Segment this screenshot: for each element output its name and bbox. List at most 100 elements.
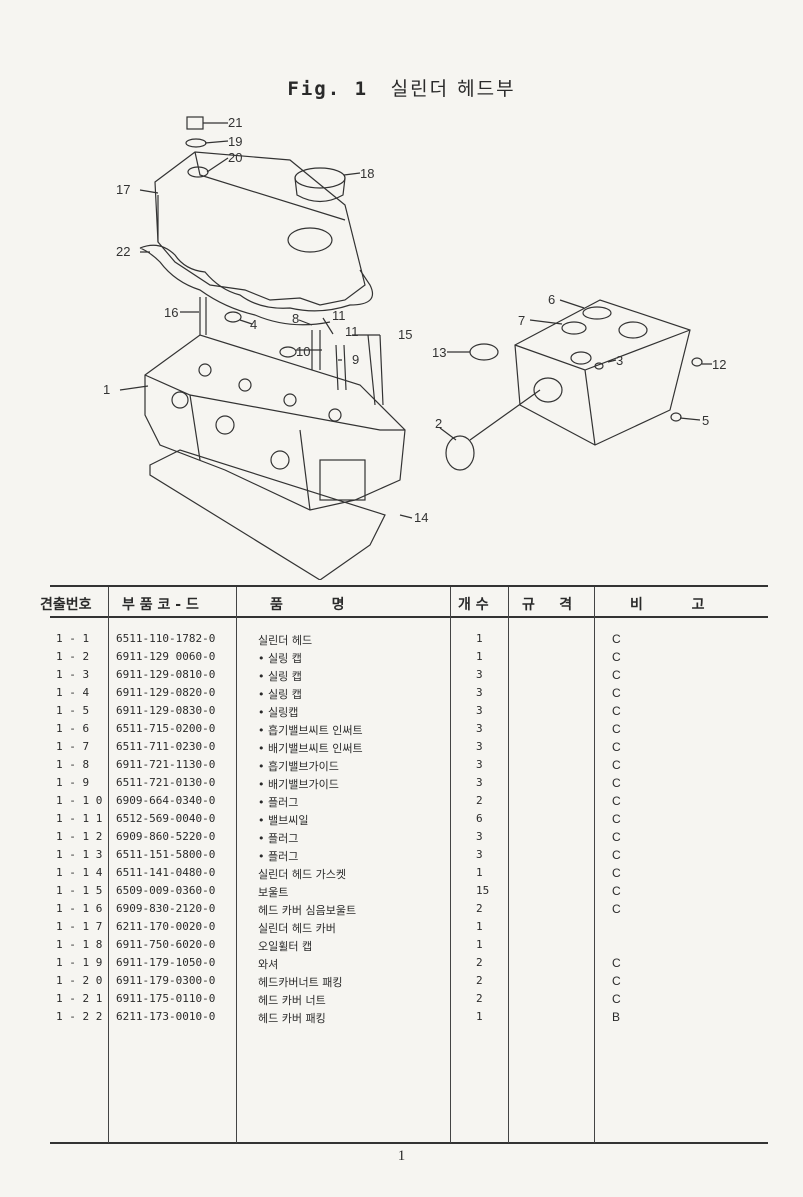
callout-labels: 21 19 20 18 17 22 16 4 8 11 15 10 11 9 1… — [103, 115, 726, 525]
row-code: 6511-110-1782-0 — [116, 632, 216, 645]
row-code: 6911-175-0110-0 — [116, 992, 216, 1005]
head-cover-drawing — [154, 151, 366, 306]
row-note: C — [612, 830, 621, 844]
row-qty: 1 — [476, 866, 483, 879]
callout-1: 1 — [103, 382, 110, 397]
row-no: 1 - 1 5 — [56, 884, 103, 897]
row-no: 1 - 7 — [56, 740, 90, 753]
row-code: 6911-129-0830-0 — [116, 704, 216, 717]
callout-4: 4 — [250, 317, 257, 332]
row-name: • 실링캡 — [258, 706, 299, 719]
row-qty: 3 — [476, 668, 483, 681]
row-no: 1 - 1 4 — [56, 866, 103, 879]
header-code: 부 품 코 - 드 — [122, 597, 199, 613]
row-note: C — [612, 704, 621, 718]
row-name: 실린더 헤드 — [258, 634, 313, 647]
row-code: 6911-129-0820-0 — [116, 686, 216, 699]
row-no: 1 - 1 3 — [56, 848, 103, 861]
exploded-parts-diagram: 21 19 20 18 17 22 16 4 8 11 15 10 11 9 1… — [103, 115, 726, 580]
row-no: 1 - 1 2 — [56, 830, 103, 843]
row-no: 1 - 1 1 — [56, 812, 103, 825]
row-note: C — [612, 758, 621, 772]
row-no: 1 - 2 — [56, 650, 90, 663]
row-note: C — [612, 776, 621, 790]
row-no: 1 - 6 — [56, 722, 90, 735]
row-name: 헤드 카버 심음보울트 — [258, 904, 357, 917]
page-number: 1 — [397, 1148, 406, 1164]
row-qty: 6 — [476, 812, 483, 825]
row-name: • 실링 캡 — [258, 688, 302, 701]
row-no: 1 - 2 2 — [56, 1010, 103, 1023]
callout-10: 10 — [296, 344, 310, 359]
row-no: 1 - 8 — [56, 758, 90, 771]
row-qty: 3 — [476, 758, 483, 771]
row-no: 1 - 1 6 — [56, 902, 103, 915]
callout-11a: 11 — [332, 308, 346, 323]
row-name: 보울트 — [258, 886, 289, 899]
row-no: 1 - 2 0 — [56, 974, 103, 987]
row-name: • 플러그 — [258, 796, 299, 809]
row-code: 6909-830-2120-0 — [116, 902, 216, 915]
callout-9: 9 — [352, 352, 359, 367]
row-no: 1 - 3 — [56, 668, 90, 681]
row-code: 6911-129 0060-0 — [116, 650, 216, 663]
row-no: 1 - 1 9 — [56, 956, 103, 969]
callout-18: 18 — [360, 166, 374, 181]
callout-19: 19 — [228, 134, 242, 149]
row-name: • 실링 캡 — [258, 670, 302, 683]
row-code: 6911-179-0300-0 — [116, 974, 216, 987]
figure-number: Fig. 1 — [287, 78, 369, 100]
row-note: C — [612, 740, 621, 754]
row-qty: 3 — [476, 776, 483, 789]
row-qty: 3 — [476, 848, 483, 861]
callout-12: 12 — [712, 357, 726, 372]
callout-6: 6 — [548, 292, 555, 307]
callout-21: 21 — [228, 115, 242, 130]
row-no: 1 - 1 7 — [56, 920, 103, 933]
row-note: C — [612, 794, 621, 808]
row-code: 6511-141-0480-0 — [116, 866, 216, 879]
row-qty: 3 — [476, 704, 483, 717]
header-no: 견출번호 — [40, 597, 92, 613]
row-code: 6511-151-5800-0 — [116, 848, 216, 861]
callout-5: 5 — [702, 413, 709, 428]
row-note: C — [612, 956, 621, 970]
figure-title: 실린더 헤드부 — [390, 78, 516, 100]
callout-2: 2 — [435, 416, 442, 431]
row-note: C — [612, 686, 621, 700]
row-code: 6211-173-0010-0 — [116, 1010, 216, 1023]
row-name: 헤드 카버 패킹 — [258, 1012, 326, 1025]
row-qty: 2 — [476, 956, 483, 969]
row-name: 헤드 카버 너트 — [258, 994, 326, 1007]
row-name: • 플러그 — [258, 832, 299, 845]
row-name: 실린더 헤드 가스켓 — [258, 868, 346, 881]
callout-20: 20 — [228, 150, 242, 165]
row-qty: 2 — [476, 794, 483, 807]
callout-17: 17 — [116, 182, 130, 197]
row-note: C — [612, 884, 621, 898]
row-qty: 1 — [476, 632, 483, 645]
callout-15: 15 — [398, 327, 412, 342]
callout-8: 8 — [292, 311, 299, 326]
row-name: • 흡기밸브가이드 — [258, 760, 339, 773]
row-qty: 1 — [476, 938, 483, 951]
callout-16: 16 — [164, 305, 178, 320]
row-qty: 3 — [476, 686, 483, 699]
row-note: B — [612, 1010, 621, 1024]
row-name: • 플러그 — [258, 850, 299, 863]
row-name: 실린더 헤드 카버 — [258, 922, 336, 935]
row-qty: 1 — [476, 1010, 483, 1023]
row-no: 1 - 5 — [56, 704, 90, 717]
row-code: 6511-711-0230-0 — [116, 740, 216, 753]
row-note: C — [612, 650, 621, 664]
row-qty: 1 — [476, 920, 483, 933]
row-note: C — [612, 992, 621, 1006]
row-note: C — [612, 866, 621, 880]
header-qty: 개 수 — [458, 597, 489, 613]
row-code: 6911-129-0810-0 — [116, 668, 216, 681]
row-qty: 3 — [476, 740, 483, 753]
row-note: C — [612, 668, 621, 682]
row-code: 6511-715-0200-0 — [116, 722, 216, 735]
callout-7: 7 — [518, 313, 525, 328]
row-name: 헤드카버너트 패킹 — [258, 976, 343, 989]
